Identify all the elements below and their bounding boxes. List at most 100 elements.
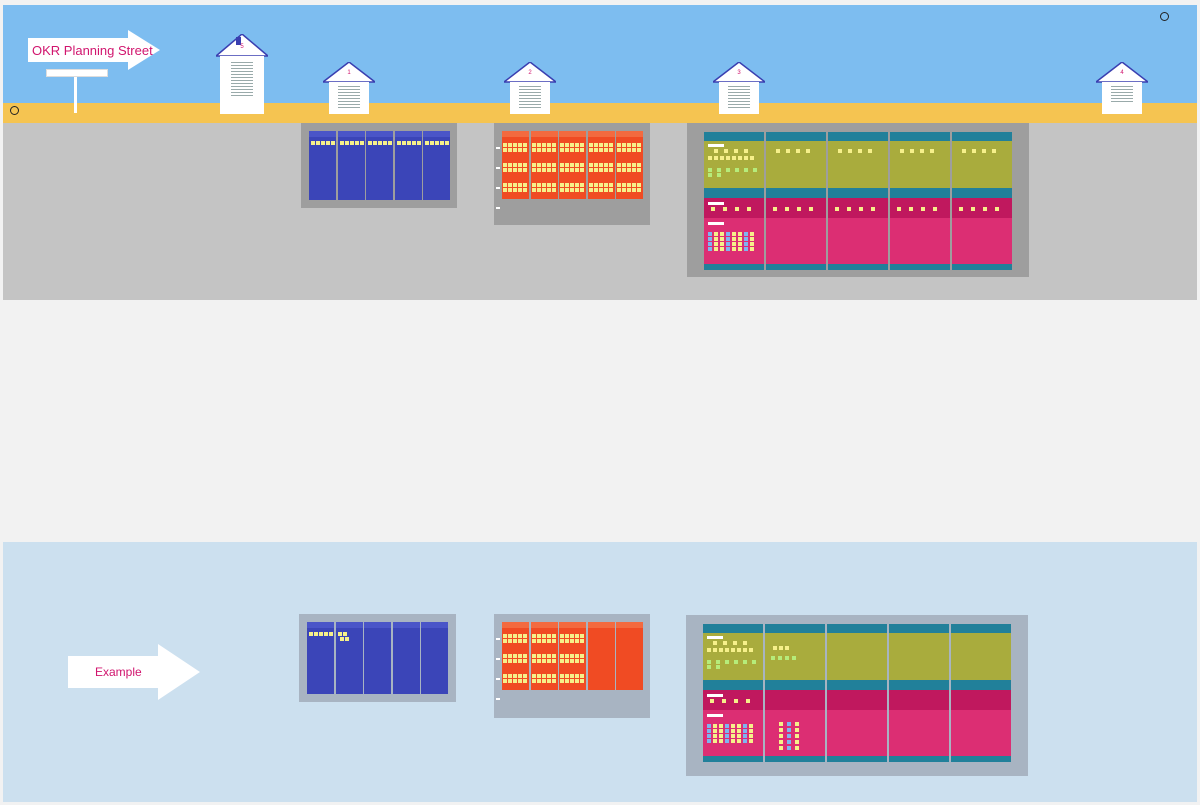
sticky-note[interactable] <box>608 183 613 187</box>
example-key-results-board[interactable] <box>494 614 650 718</box>
sticky-note[interactable] <box>570 674 574 678</box>
sticky-note[interactable] <box>513 143 517 147</box>
sticky-note[interactable] <box>795 734 799 738</box>
sticky-note[interactable] <box>726 168 730 172</box>
sticky-note[interactable] <box>713 724 717 728</box>
sticky-note[interactable] <box>546 163 551 167</box>
sticky-note[interactable] <box>339 637 344 641</box>
sticky-note[interactable] <box>787 740 791 744</box>
sticky-note[interactable] <box>708 232 712 236</box>
sticky-note[interactable] <box>725 648 729 652</box>
sticky-note[interactable] <box>536 168 541 172</box>
sticky-note[interactable] <box>787 722 791 726</box>
sticky-note[interactable] <box>503 674 507 678</box>
sticky-note[interactable] <box>779 734 783 738</box>
sticky-note[interactable] <box>622 168 626 172</box>
sticky-note[interactable] <box>588 183 593 187</box>
sticky-note[interactable] <box>593 183 598 187</box>
sticky-note[interactable] <box>603 163 608 167</box>
sticky-note[interactable] <box>321 141 325 145</box>
sticky-note[interactable] <box>732 242 736 246</box>
sticky-note[interactable] <box>560 674 564 678</box>
sticky-note[interactable] <box>632 163 636 167</box>
sticky-note[interactable] <box>737 648 741 652</box>
sticky-note[interactable] <box>329 632 333 636</box>
sticky-note[interactable] <box>508 188 512 192</box>
sticky-note[interactable] <box>311 141 315 145</box>
sticky-note[interactable] <box>513 679 517 683</box>
sticky-note[interactable] <box>627 143 631 147</box>
sticky-note[interactable] <box>523 674 527 678</box>
sticky-note[interactable] <box>541 654 546 658</box>
sticky-note[interactable] <box>785 656 789 660</box>
sticky-note[interactable] <box>546 148 551 152</box>
sticky-note[interactable] <box>354 141 359 145</box>
sticky-note[interactable] <box>637 143 641 147</box>
sticky-note[interactable] <box>809 207 813 211</box>
sticky-note[interactable] <box>725 724 729 728</box>
sticky-note[interactable] <box>536 654 541 658</box>
sticky-note[interactable] <box>743 739 747 743</box>
house-5[interactable]: 5 <box>216 34 268 114</box>
sticky-note[interactable] <box>743 641 747 645</box>
sticky-note[interactable] <box>731 729 735 733</box>
sticky-note[interactable] <box>797 207 801 211</box>
sticky-note[interactable] <box>714 247 718 251</box>
house-3[interactable]: 3 <box>713 62 765 114</box>
sticky-note[interactable] <box>622 188 626 192</box>
sticky-note[interactable] <box>608 168 613 172</box>
sticky-note[interactable] <box>733 641 737 645</box>
sticky-note[interactable] <box>580 168 584 172</box>
key-results-board[interactable] <box>494 123 650 225</box>
sticky-note[interactable] <box>508 679 512 683</box>
sticky-note[interactable] <box>725 734 729 738</box>
sticky-note[interactable] <box>513 168 517 172</box>
sticky-note[interactable] <box>575 188 579 192</box>
sticky-note[interactable] <box>593 143 598 147</box>
sticky-note[interactable] <box>603 188 608 192</box>
sticky-note[interactable] <box>779 728 783 732</box>
sticky-note[interactable] <box>714 156 718 160</box>
sticky-note[interactable] <box>719 734 723 738</box>
sticky-note[interactable] <box>565 639 569 643</box>
sticky-note[interactable] <box>779 646 783 650</box>
sticky-note[interactable] <box>707 724 711 728</box>
sticky-note[interactable] <box>848 149 852 153</box>
sticky-note[interactable] <box>859 207 863 211</box>
sticky-note[interactable] <box>575 654 579 658</box>
sticky-note[interactable] <box>622 143 626 147</box>
sticky-note[interactable] <box>632 143 636 147</box>
sticky-note[interactable] <box>603 148 608 152</box>
sticky-note[interactable] <box>787 746 791 750</box>
sticky-note[interactable] <box>707 739 711 743</box>
sticky-note[interactable] <box>518 188 522 192</box>
sticky-note[interactable] <box>743 648 747 652</box>
sticky-note[interactable] <box>598 168 603 172</box>
sticky-note[interactable] <box>546 674 551 678</box>
sticky-note[interactable] <box>787 734 791 738</box>
sticky-note[interactable] <box>546 183 551 187</box>
sticky-note[interactable] <box>518 674 522 678</box>
sticky-note[interactable] <box>731 734 735 738</box>
sticky-note[interactable] <box>716 660 720 664</box>
sticky-note[interactable] <box>523 183 527 187</box>
sticky-note[interactable] <box>565 168 569 172</box>
sticky-note[interactable] <box>909 207 913 211</box>
sticky-note[interactable] <box>560 183 564 187</box>
sticky-note[interactable] <box>445 141 449 145</box>
sticky-note[interactable] <box>720 242 724 246</box>
sticky-note[interactable] <box>608 148 613 152</box>
sticky-note[interactable] <box>570 634 574 638</box>
sticky-note[interactable] <box>743 734 747 738</box>
sticky-note[interactable] <box>598 148 603 152</box>
sticky-note[interactable] <box>732 232 736 236</box>
sticky-note[interactable] <box>731 648 735 652</box>
sticky-note[interactable] <box>795 728 799 732</box>
sticky-note[interactable] <box>868 149 872 153</box>
sticky-note[interactable] <box>707 660 711 664</box>
sticky-note[interactable] <box>368 141 372 145</box>
sticky-note[interactable] <box>541 188 546 192</box>
sticky-note[interactable] <box>720 237 724 241</box>
sticky-note[interactable] <box>726 247 730 251</box>
sticky-note[interactable] <box>930 149 934 153</box>
